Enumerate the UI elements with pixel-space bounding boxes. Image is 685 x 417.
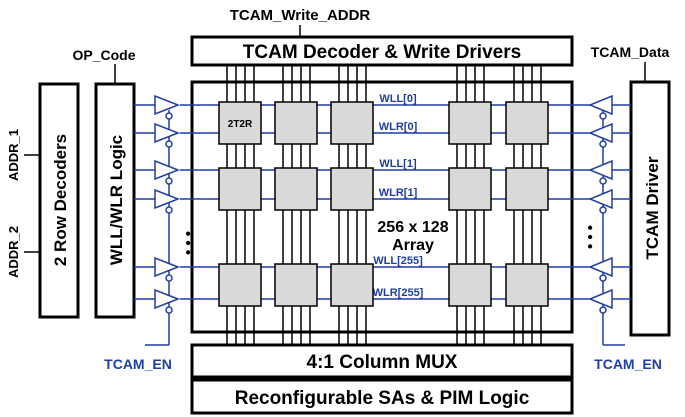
word-line-label: WLL[255] — [373, 255, 423, 267]
wll-wlr-logic-label: WLL/WLR Logic — [107, 135, 126, 265]
sa-pim-box — [190, 378, 574, 415]
cell-grid: 2T2R — [218, 101, 549, 307]
column-mux-label: 4:1 Column MUX — [307, 352, 458, 373]
right-driver-enable-bubble — [599, 112, 607, 120]
right-driver-buffer — [588, 159, 613, 181]
word-line-label: WLL[0] — [379, 93, 417, 105]
left-driver-buffer — [154, 288, 181, 310]
word-line-label: WLR[1] — [379, 187, 418, 199]
tcam-cell — [330, 167, 374, 211]
tcam-cell — [218, 101, 262, 145]
word-line-label: WLR[0] — [379, 121, 418, 133]
row-decoders-label: 2 Row Decoders — [51, 134, 70, 266]
array-label: Array — [392, 237, 434, 254]
wll-wlr-logic-box — [94, 82, 136, 319]
right-driver-enable-bubble — [599, 206, 607, 214]
tcam-cell — [274, 167, 318, 211]
tcam-cell — [274, 101, 318, 145]
column-mux-box — [190, 343, 574, 379]
left-driver-buffer — [154, 122, 181, 144]
row-decoders-box — [38, 82, 80, 319]
tcam-driver-label: TCAM Driver — [643, 156, 662, 259]
left-driver-buffer — [154, 188, 181, 210]
sa-pim-label: Reconfigurable SAs & PIM Logic — [235, 388, 530, 409]
left-driver-enable-bubble — [165, 112, 173, 120]
right-driver-enable-bubble — [599, 177, 607, 185]
tcam-cell — [218, 167, 262, 211]
left-driver-buffer — [154, 94, 181, 116]
left-ellipsis: • • • — [179, 231, 196, 255]
cell-type-label: 2T2R — [228, 119, 253, 130]
tcam-decoder-label: TCAM Decoder & Write Drivers — [243, 42, 521, 63]
left-driver-enable-bubble — [165, 306, 173, 314]
addr-1-label: ADDR_1 — [6, 129, 21, 181]
tcam-cell — [448, 263, 492, 307]
tcam-cell — [448, 167, 492, 211]
right-ellipsis: • • • — [581, 225, 598, 249]
right-driver-buffer — [588, 94, 613, 116]
tcam-decoder-box — [190, 35, 574, 67]
right-driver-enable-bubble — [599, 274, 607, 282]
op-code-label: OP_Code — [72, 47, 135, 63]
tcam-cell — [505, 263, 549, 307]
right-driver-buffer — [588, 188, 613, 210]
left-driver-buffer — [154, 256, 181, 278]
right-driver-buffer — [588, 256, 613, 278]
array-size-label: 256 x 128 — [377, 219, 448, 236]
right-driver-buffer — [588, 288, 613, 310]
right-driver-enable-bubble — [599, 140, 607, 148]
left-driver-enable-bubble — [165, 140, 173, 148]
addr-2-label: ADDR_2 — [6, 226, 21, 278]
tcam-cell — [274, 263, 318, 307]
left-driver-enable-bubble — [165, 177, 173, 185]
tcam-data-label: TCAM_Data — [591, 44, 670, 60]
tcam-en-left-label: TCAM_EN — [104, 356, 172, 372]
left-drivers — [134, 94, 181, 316]
right-drivers — [588, 94, 631, 316]
tcam-cell — [448, 101, 492, 145]
left-driver-enable-bubble — [165, 274, 173, 282]
tcam-cell — [218, 263, 262, 307]
left-driver-enable-bubble — [165, 206, 173, 214]
tcam-write-addr-label: TCAM_Write_ADDR — [230, 7, 371, 24]
tcam-cell — [330, 101, 374, 145]
tcam-en-right-label: TCAM_EN — [594, 356, 662, 372]
right-driver-enable-bubble — [599, 306, 607, 314]
word-line-label: WLL[1] — [379, 158, 417, 170]
right-driver-buffer — [588, 122, 613, 144]
tcam-cell — [330, 263, 374, 307]
tcam-cell — [505, 101, 549, 145]
tcam-cell — [505, 167, 549, 211]
tcam-driver-box — [629, 80, 671, 337]
word-line-label: WLR[255] — [373, 287, 424, 299]
left-driver-buffer — [154, 159, 181, 181]
